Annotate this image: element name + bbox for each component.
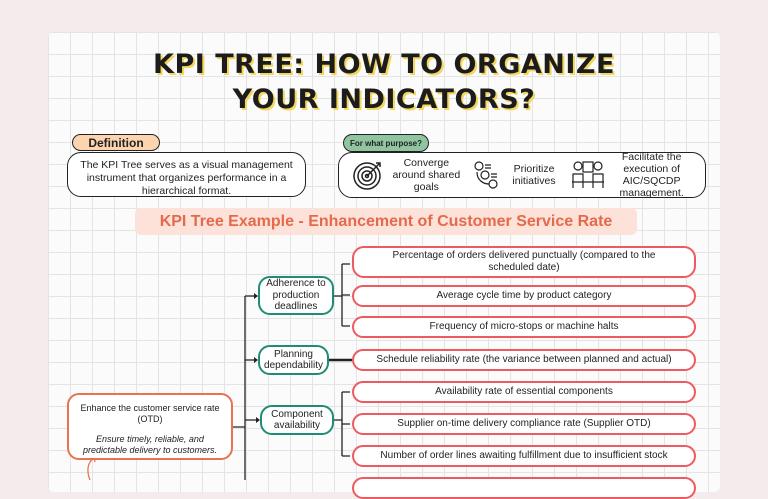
purpose-tag: For what purpose?: [343, 134, 429, 152]
root-title: Enhance the customer service rate (OTD): [80, 403, 220, 424]
root-subtitle: Ensure timely, reliable, and predictable…: [82, 434, 218, 455]
definition-text: The KPI Tree serves as a visual manageme…: [80, 159, 293, 197]
definition-box: The KPI Tree serves as a visual manageme…: [67, 152, 306, 197]
adherence-connector: [334, 263, 350, 327]
root-arrow: [87, 455, 96, 480]
kpi-box: Frequency of micro-stops or machine halt…: [352, 316, 696, 338]
kpi-box: Availability rate of essential component…: [352, 381, 696, 403]
page-title-line2: YOUR INDICATORS?: [232, 84, 536, 115]
definition-tag: Definition: [72, 134, 160, 151]
target-icon: [353, 162, 382, 190]
root-connector: [233, 295, 258, 480]
purpose-item: Facilitate the execution of AIC/SQCDP ma…: [570, 151, 692, 199]
page-title-line1: KPI TREE: HOW TO ORGANIZE: [153, 49, 615, 80]
driver-adherence: Adherence to production deadlines: [258, 276, 334, 315]
root-objective-box: Enhance the customer service rate (OTD) …: [67, 393, 233, 460]
kpi-box: Number of order lines awaiting fulfillme…: [352, 445, 696, 467]
purpose-text: Converge around shared goals: [392, 157, 461, 193]
kpi-box-partial: [352, 477, 696, 499]
kpi-box: Supplier on-time delivery compliance rat…: [352, 413, 696, 435]
driver-component: Component availability: [260, 405, 334, 435]
purpose-item: Prioritize initiatives: [473, 160, 559, 190]
purpose-text: Facilitate the execution of AIC/SQCDP ma…: [619, 151, 684, 199]
tree-connectors: [87, 263, 352, 480]
kpi-box: Percentage of orders delivered punctuall…: [352, 246, 696, 278]
kpi-box: Schedule reliability rate (the variance …: [352, 349, 696, 371]
meeting-icon: [571, 161, 604, 188]
kpi-box: Average cycle time by product category: [352, 285, 696, 307]
component-connector: [334, 391, 350, 457]
purpose-text: Prioritize initiatives: [512, 163, 556, 187]
purpose-box: Converge around shared goals Prioritize …: [338, 151, 706, 199]
example-title: KPI Tree Example - Enhancement of Custom…: [135, 208, 637, 235]
priority-list-icon: [474, 161, 498, 189]
purpose-item: Converge around shared goals: [352, 157, 462, 193]
driver-planning: Planning dependability: [258, 345, 329, 375]
